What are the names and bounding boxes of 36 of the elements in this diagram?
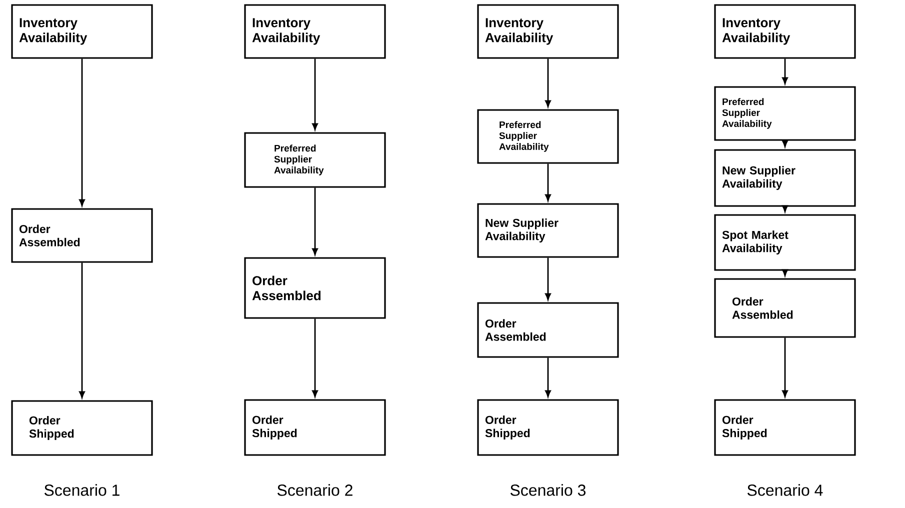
arrow xyxy=(545,358,551,398)
process-box: Preferred Supplier Availability xyxy=(477,109,619,164)
process-box: Inventory Availability xyxy=(244,4,386,59)
process-box: Order Shipped xyxy=(11,400,153,456)
process-box: Order Assembled xyxy=(244,257,386,319)
process-box: Inventory Availability xyxy=(11,4,153,59)
process-box: Order Assembled xyxy=(477,302,619,358)
arrow xyxy=(782,58,788,84)
arrow xyxy=(312,58,318,130)
scenario-label: Scenario 2 xyxy=(277,484,352,496)
process-box: New Supplier Availability xyxy=(477,203,619,258)
process-box: Order Shipped xyxy=(244,399,386,456)
arrow xyxy=(782,205,788,212)
process-box: Preferred Supplier Availability xyxy=(714,86,856,141)
process-box: Spot Market Availability xyxy=(714,214,856,271)
arrow xyxy=(545,58,551,108)
arrow xyxy=(782,269,788,276)
scenario-label: Scenario 1 xyxy=(44,484,120,496)
process-box: Order Assembled xyxy=(11,208,153,263)
process-box: Inventory Availability xyxy=(477,4,619,59)
arrow xyxy=(545,258,551,300)
arrow xyxy=(79,58,85,206)
arrow xyxy=(782,338,788,398)
arrow xyxy=(782,140,788,148)
arrow xyxy=(312,188,318,256)
scenario-label: Scenario 3 xyxy=(510,484,586,496)
process-box: Order Shipped xyxy=(477,399,619,456)
arrow xyxy=(545,164,551,202)
scenario-label: Scenario 4 xyxy=(747,484,823,496)
process-box: Inventory Availability xyxy=(714,4,856,59)
process-box: Order Shipped xyxy=(714,399,856,456)
arrow xyxy=(79,262,85,398)
process-box: Order Assembled xyxy=(714,278,856,338)
process-box: New Supplier Availability xyxy=(714,149,856,207)
process-box: Preferred Supplier Availability xyxy=(244,132,386,188)
arrow xyxy=(312,318,318,398)
